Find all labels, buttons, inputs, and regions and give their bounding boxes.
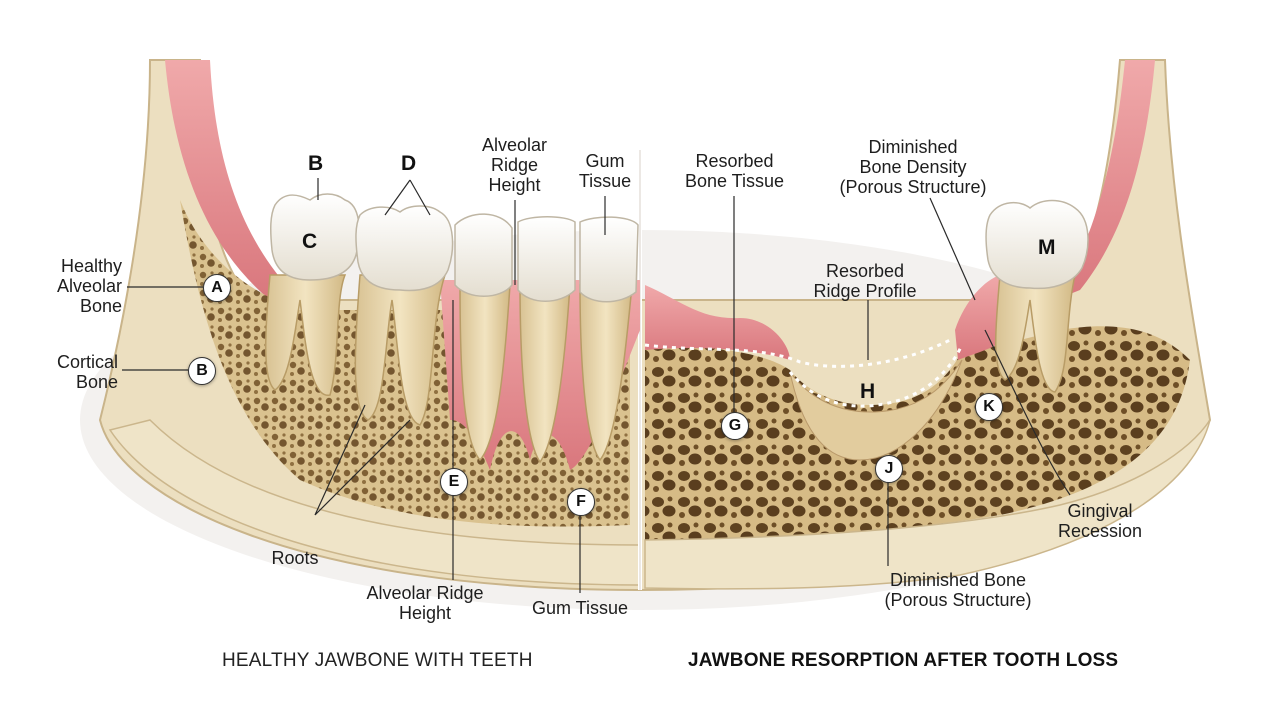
label-healthy-alveolar-bone: Healthy Alveolar Bone xyxy=(56,256,122,316)
letter-b-top: B xyxy=(308,152,324,175)
marker-f: F xyxy=(567,488,595,516)
resorption-crater xyxy=(789,359,963,461)
letter-c: C xyxy=(302,230,318,253)
label-alveolar-ridge-height-top: Alveolar Ridge Height xyxy=(481,135,548,195)
recession-gum xyxy=(955,275,1005,360)
resorbed-ridge-profile-line xyxy=(644,338,951,368)
label-gingival-recession: Gingival Recession xyxy=(1057,501,1143,541)
marker-g: G xyxy=(721,412,749,440)
left-gum-strip xyxy=(165,60,300,300)
marker-e: E xyxy=(440,468,468,496)
label-resorbed-bone-tissue: Resorbed Bone Tissue xyxy=(684,151,785,191)
tooth-roots-left xyxy=(265,274,633,464)
label-gum-tissue-bottom: Gum Tissue xyxy=(531,598,629,618)
letter-h: H xyxy=(860,380,876,403)
label-gum-tissue-top: Gum Tissue xyxy=(578,151,632,191)
label-alveolar-ridge-height-bottom: Alveolar Ridge Height xyxy=(366,583,484,623)
caption-resorption: JAWBONE RESORPTION AFTER TOOTH LOSS xyxy=(688,650,1119,671)
label-roots: Roots xyxy=(271,548,319,568)
resorbed-gum xyxy=(645,285,790,360)
label-cortical-bone: Cortical Bone xyxy=(56,352,118,392)
molar-crown-d xyxy=(355,205,454,292)
marker-j: J xyxy=(875,455,903,483)
marker-b-cortical: B xyxy=(188,357,216,385)
label-resorbed-ridge-profile: Resorbed Ridge Profile xyxy=(813,261,917,301)
caption-healthy: HEALTHY JAWBONE WITH TEETH xyxy=(222,650,533,671)
label-diminished-bone-density: Diminished Bone Density (Porous Structur… xyxy=(839,137,987,197)
label-diminished-bone: Diminished Bone (Porous Structure) xyxy=(884,570,1032,610)
right-gum-strip xyxy=(1055,60,1155,300)
molar-crown-c xyxy=(270,193,360,281)
tooth-crowns-left xyxy=(270,193,639,303)
letter-m: M xyxy=(1038,236,1056,259)
letter-d: D xyxy=(401,152,417,175)
marker-a: A xyxy=(203,274,231,302)
leader-lines xyxy=(122,178,1071,593)
remaining-molar-m xyxy=(985,199,1089,393)
marker-k: K xyxy=(975,393,1003,421)
